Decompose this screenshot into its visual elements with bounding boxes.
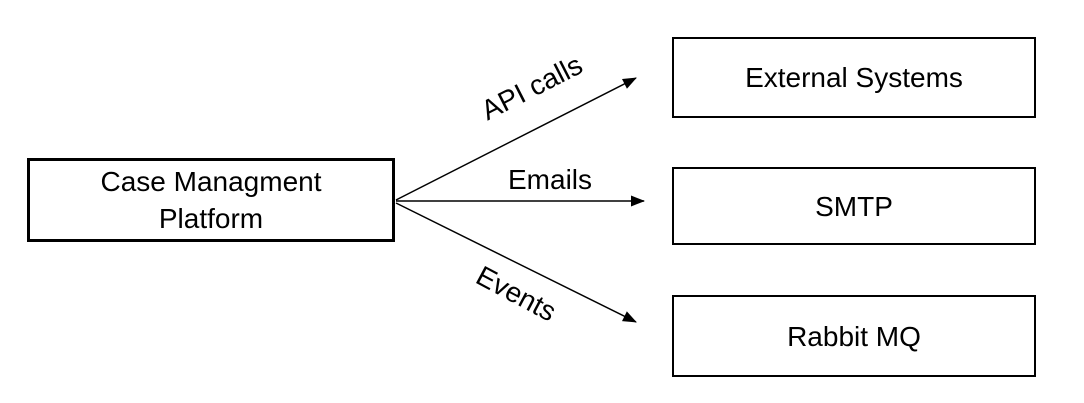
node-rabbit-mq: Rabbit MQ [672,295,1036,377]
node-label: External Systems [745,62,963,93]
edge-arrow-api-calls [395,77,637,201]
node-external-systems: External Systems [672,37,1036,118]
node-label-line1: Case Managment [100,166,322,197]
edge-arrow-events [395,202,637,323]
edge-label-emails: Emails [507,164,593,195]
node-smtp: SMTP [672,167,1036,245]
node-label: Rabbit MQ [787,320,921,352]
node-label-line2: Platform [158,203,264,234]
node-case-management-platform: Case Managment Platform [27,158,395,242]
node-label: SMTP [815,190,893,222]
